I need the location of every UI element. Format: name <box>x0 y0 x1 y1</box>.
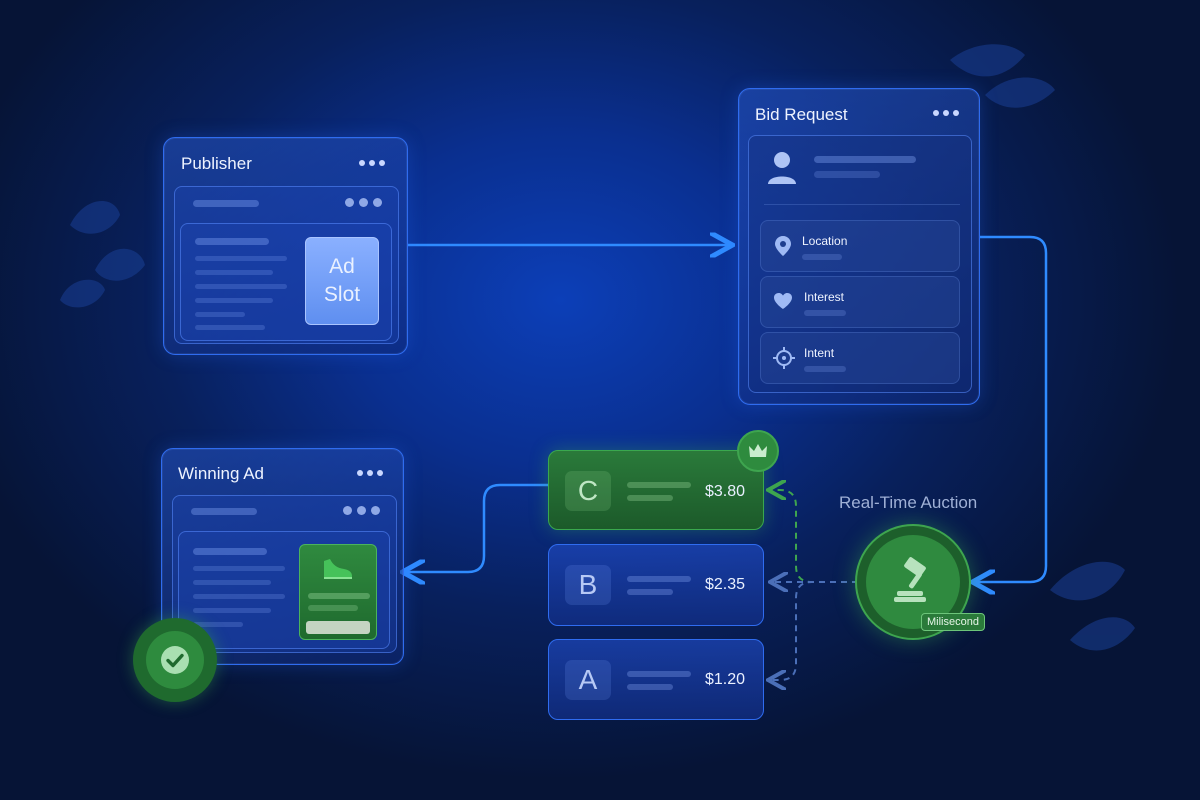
location-pin-icon <box>775 236 791 256</box>
auction-to-a-dashed <box>770 581 858 680</box>
winner-to-ad-arrow <box>405 483 548 572</box>
page-content: Ad Slot <box>180 223 392 341</box>
bid-letter: B <box>565 565 611 605</box>
heart-icon <box>774 293 792 309</box>
publisher-card: Publisher Ad Slot <box>163 137 408 355</box>
bid-a[interactable]: A $1.20 <box>548 639 764 720</box>
auction-to-winner-dashed <box>770 490 858 583</box>
ad-slot-line1: Ad <box>329 255 355 278</box>
user-avatar-icon <box>768 152 796 184</box>
bid-price: $3.80 <box>704 483 745 500</box>
bid-letter: C <box>565 471 611 511</box>
bid-request-details: Location Interest Intent <box>748 135 972 393</box>
bid-b[interactable]: B $2.35 <box>548 544 764 626</box>
bid-request-title: Bid Request <box>755 105 848 124</box>
bid-request-to-auction-arrow <box>975 235 1048 582</box>
attribute-interest: Interest <box>760 276 960 328</box>
checkmark-icon <box>161 646 189 674</box>
attribute-label: Intent <box>804 346 835 360</box>
attribute-location: Location <box>760 220 960 272</box>
crown-badge <box>737 430 779 472</box>
more-options-icon[interactable] <box>357 470 383 476</box>
attribute-label: Interest <box>804 290 845 304</box>
browser-window: Ad Slot <box>174 186 399 344</box>
auction-node[interactable]: Milisecond <box>855 524 985 640</box>
winning-ad-card: Winning Ad <box>161 448 404 665</box>
attribute-intent: Intent <box>760 332 960 384</box>
ad-slot: Ad Slot <box>305 237 379 325</box>
more-options-icon[interactable] <box>359 160 385 166</box>
sneaker-icon <box>324 559 352 579</box>
bid-request-card: Bid Request Location Interest <box>738 88 980 405</box>
milisecond-badge: Milisecond <box>921 613 985 631</box>
auction-label: Real-Time Auction <box>839 493 978 512</box>
bid-c[interactable]: C $3.80 <box>548 450 764 530</box>
browser-window <box>172 495 397 653</box>
publisher-title: Publisher <box>181 154 252 173</box>
bid-price: $1.20 <box>704 671 745 688</box>
bid-letter: A <box>565 660 611 700</box>
crown-icon <box>749 444 767 457</box>
bid-price: $2.35 <box>704 576 745 593</box>
ad-slot-line2: Slot <box>323 283 361 306</box>
browser-dots-icon <box>345 198 382 207</box>
winning-ad-title: Winning Ad <box>178 464 264 483</box>
attribute-label: Location <box>802 234 848 248</box>
gavel-icon <box>894 557 926 602</box>
browser-dots-icon <box>343 506 380 515</box>
page-content <box>178 531 390 649</box>
approved-check-badge <box>133 618 217 702</box>
crosshair-icon <box>773 347 795 369</box>
winning-ad-creative <box>299 544 377 640</box>
more-options-icon[interactable] <box>933 110 959 116</box>
